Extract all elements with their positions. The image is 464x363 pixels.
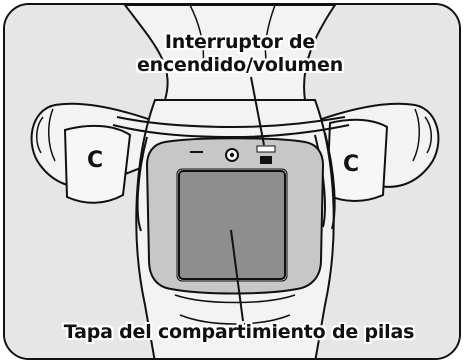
leader-switch (250, 76, 265, 146)
leader-battery (230, 229, 244, 322)
right-wristband (325, 118, 389, 202)
power-volume-switch-icon (256, 145, 276, 164)
switch-label-line1: Interruptor de (164, 31, 316, 53)
battery-cover (178, 170, 286, 280)
svg-text:C: C (343, 152, 359, 177)
switch-label-line2: encendido/volumen (136, 54, 344, 76)
illustration-frame: C C In (3, 3, 461, 360)
svg-text:C: C (87, 148, 103, 173)
toy-illustration: C C (5, 5, 459, 358)
strap-left (116, 116, 234, 128)
battery-cover-label: Tapa del compartimiento de pilas (63, 321, 415, 343)
left-wristband (63, 124, 132, 204)
strap-right (232, 116, 346, 128)
